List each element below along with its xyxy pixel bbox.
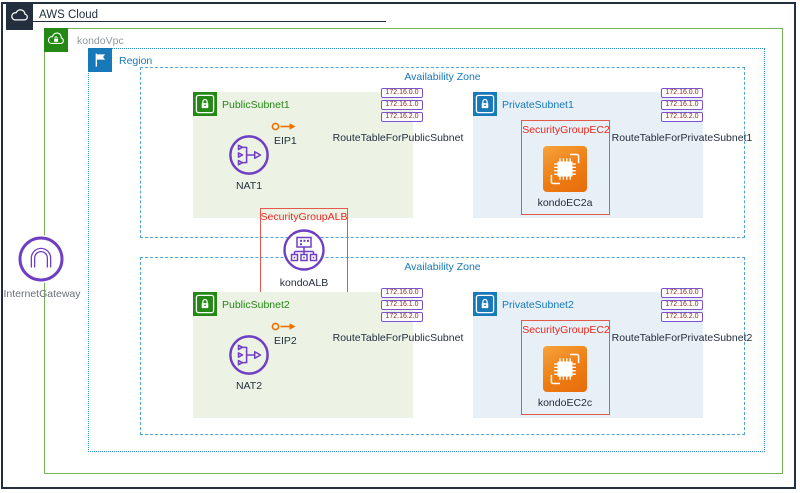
ec2-instance-c-icon (543, 346, 587, 392)
internet-gateway-label: InternetGateway (3, 288, 81, 300)
public-subnet-1-label: PublicSubnet1 (222, 99, 290, 111)
vpc-label: kondoVpc (77, 35, 124, 47)
security-group-ec2-2 (521, 320, 610, 415)
ec2-instance-c-label: kondoEC2c (537, 397, 593, 409)
public-subnet-1-lock-icon (193, 92, 217, 116)
security-group-ec2-1-label: SecurityGroupEC2 (522, 124, 610, 136)
private-subnet-2-lock-icon (473, 292, 497, 316)
route-table-chip: 172.16.2.0 (381, 312, 423, 322)
eip-1-icon (271, 121, 297, 132)
route-table-private-1-label: RouteTableForPrivateSubnet1 (611, 132, 753, 144)
nat-gateway-2-icon (228, 334, 270, 376)
route-table-chip: 172.16.0.0 (381, 288, 423, 298)
route-table-public-2-label: RouteTableForPublicSubnet (332, 332, 464, 344)
security-group-ec2-2-label: SecurityGroupEC2 (522, 324, 610, 336)
region-container (88, 48, 765, 452)
private-subnet-2-label: PrivateSubnet2 (502, 299, 574, 311)
route-table-private-2-label: RouteTableForPrivateSubnet2 (611, 332, 753, 344)
eip-2-icon (271, 321, 297, 332)
route-table-private-2-entries: 172.16.0.0 172.16.1.0 172.16.2.0 (661, 288, 703, 322)
route-table-public-1-entries: 172.16.0.0 172.16.1.0 172.16.2.0 (381, 88, 423, 122)
ec2-instance-a-icon (543, 146, 587, 192)
aws-cloud-icon (6, 3, 33, 30)
alb-icon (282, 228, 326, 272)
availability-zone-1 (140, 67, 745, 238)
region-icon (88, 48, 112, 72)
aws-cloud-title: AWS Cloud (39, 9, 99, 21)
route-table-chip: 172.16.1.0 (661, 300, 703, 310)
nat-gateway-1-icon (228, 134, 270, 176)
route-table-chip: 172.16.0.0 (661, 88, 703, 98)
route-table-chip: 172.16.0.0 (661, 288, 703, 298)
region-label: Region (119, 55, 153, 67)
aws-cloud-title-underline (33, 21, 386, 22)
route-table-chip: 172.16.2.0 (661, 112, 703, 122)
route-table-public-1-label: RouteTableForPublicSubnet (332, 132, 464, 144)
public-subnet-2-label: PublicSubnet2 (222, 299, 290, 311)
nat-gateway-2-label: NAT2 (235, 380, 263, 392)
private-subnet-1-lock-icon (473, 92, 497, 116)
route-table-chip: 172.16.1.0 (661, 100, 703, 110)
internet-gateway-icon (17, 235, 65, 283)
availability-zone-2-label: Availability Zone (404, 261, 481, 273)
private-subnet-1-label: PrivateSubnet1 (502, 99, 574, 111)
route-table-chip: 172.16.0.0 (381, 88, 423, 98)
availability-zone-1-label: Availability Zone (404, 71, 481, 83)
availability-zone-2 (140, 257, 745, 435)
ec2-instance-a-label: kondoEC2a (537, 197, 593, 209)
route-table-chip: 172.16.2.0 (381, 112, 423, 122)
public-subnet-2-lock-icon (193, 292, 217, 316)
security-group-ec2-1 (521, 120, 610, 215)
eip-1-label: EIP1 (274, 135, 297, 147)
route-table-chip: 172.16.2.0 (661, 312, 703, 322)
alb-label: kondoALB (279, 277, 329, 289)
route-table-private-1-entries: 172.16.0.0 172.16.1.0 172.16.2.0 (661, 88, 703, 122)
route-table-public-2-entries: 172.16.0.0 172.16.1.0 172.16.2.0 (381, 288, 423, 322)
nat-gateway-1-label: NAT1 (235, 180, 263, 192)
vpc-icon (44, 28, 68, 52)
route-table-chip: 172.16.1.0 (381, 300, 423, 310)
route-table-chip: 172.16.1.0 (381, 100, 423, 110)
eip-2-label: EIP2 (274, 335, 297, 347)
security-group-alb-label: SecurityGroupALB (260, 211, 348, 223)
